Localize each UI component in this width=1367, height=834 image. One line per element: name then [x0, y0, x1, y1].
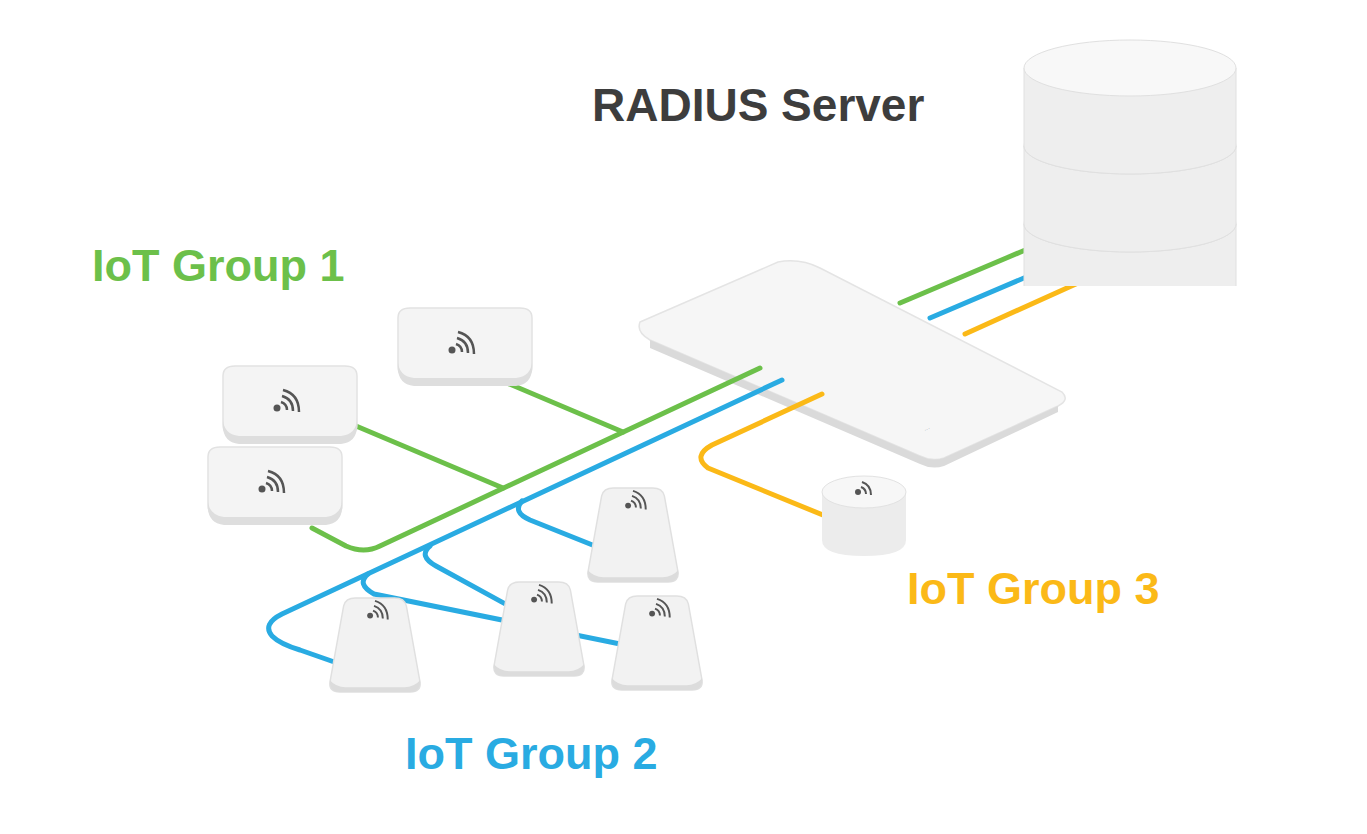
- iot-sensor: [822, 476, 906, 556]
- group-label: IoT Group 2: [405, 728, 658, 780]
- server-node: RADIUS Server: [1020, 36, 1240, 286]
- database-cylinder: [1020, 36, 1240, 286]
- svg-text:···: ···: [923, 425, 931, 433]
- node-heading: RADIUS Server: [592, 78, 924, 132]
- group-label: IoT Group 1: [92, 240, 345, 292]
- group-label: IoT Group 3: [907, 563, 1160, 615]
